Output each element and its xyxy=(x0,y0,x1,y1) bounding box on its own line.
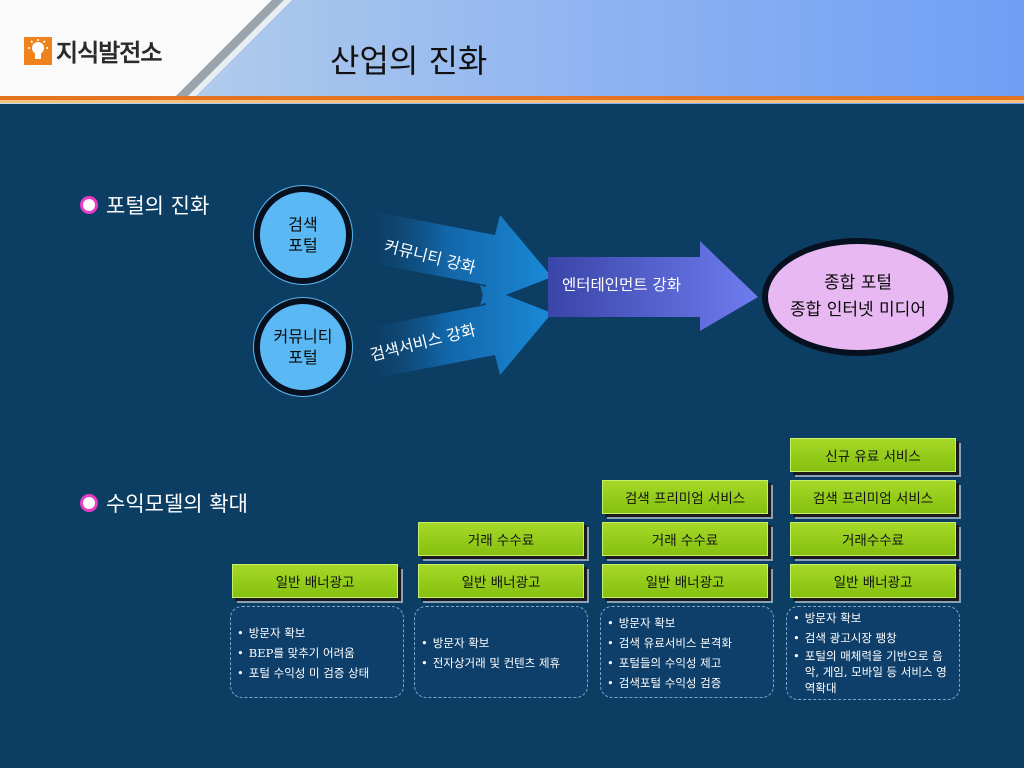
header-divider-light xyxy=(0,100,1024,103)
logo-text: 지식발전소 xyxy=(56,39,162,67)
circle-community-line1: 커뮤니티 xyxy=(273,327,333,346)
note-box: •방문자 확보 •검색 유료서비스 본격화 •포털들의 수익성 제고 •검색포털… xyxy=(600,606,774,698)
circle-community-portal: 커뮤니티 포털 xyxy=(254,298,352,396)
note-item: •방문자 확보 xyxy=(793,611,862,625)
box-banner-ad: 일반 배너광고 xyxy=(418,564,584,598)
bullet-icon xyxy=(80,196,98,214)
note-item: •전자상거래 및 컨텐츠 제휴 xyxy=(421,656,561,670)
header-divider xyxy=(0,96,1024,100)
arrow-center-label: 엔터테인먼트 강화 xyxy=(562,276,682,294)
note-item: •포털의 매체력을 기반으로 음악, 게임, 모바일 등 서비스 영역확대 xyxy=(793,649,947,695)
note-box: •방문자 확보 •BEP를 맞추기 어려움 •포털 수익성 미 검증 상태 xyxy=(230,606,404,698)
circle-search-line2: 포털 xyxy=(288,236,318,255)
bullet-icon xyxy=(80,494,98,512)
note-box: •방문자 확보 •전자상거래 및 컨텐츠 제휴 xyxy=(414,606,588,698)
arrow-lower xyxy=(360,285,552,381)
box-banner-ad: 일반 배너광고 xyxy=(790,564,956,598)
note-item: •방문자 확보 xyxy=(237,626,306,640)
note-item: •방문자 확보 xyxy=(607,616,676,630)
note-item: •포털 수익성 미 검증 상태 xyxy=(237,666,370,680)
note-item: •방문자 확보 xyxy=(421,636,490,650)
flow-arrows xyxy=(360,209,758,381)
arrow-center xyxy=(548,241,758,331)
box-new-paid-service: 신규 유료 서비스 xyxy=(790,438,956,472)
note-item: •검색 광고시장 팽창 xyxy=(793,631,897,645)
circle-community-line2: 포털 xyxy=(288,348,318,367)
circle-search-portal: 검색 포털 xyxy=(254,186,352,284)
box-transaction-fee: 거래 수수료 xyxy=(602,522,768,556)
lightbulb-icon xyxy=(24,36,52,65)
box-banner-ad: 일반 배너광고 xyxy=(232,564,398,598)
box-transaction-fee: 거래 수수료 xyxy=(418,522,584,556)
section-heading-portal-text: 포털의 진화 xyxy=(106,194,210,218)
note-item: •검색포털 수익성 검증 xyxy=(607,676,722,690)
oval-line1: 종합 포털 xyxy=(824,273,892,293)
logo-panel xyxy=(0,0,292,96)
page-title: 산업의 진화 xyxy=(330,42,488,80)
section-heading-portal: 포털의 진화 xyxy=(80,190,209,220)
oval-line2: 종합 인터넷 미디어 xyxy=(790,300,926,320)
box-transaction-fee: 거래수수료 xyxy=(790,522,956,556)
logo: 지식발전소 xyxy=(24,33,162,68)
circle-search-line1: 검색 xyxy=(288,215,318,234)
box-banner-ad: 일반 배너광고 xyxy=(602,564,768,598)
oval-integrated-portal: 종합 포털 종합 인터넷 미디어 xyxy=(762,238,954,356)
box-search-premium: 검색 프리미엄 서비스 xyxy=(790,480,956,514)
box-search-premium: 검색 프리미엄 서비스 xyxy=(602,480,768,514)
note-item: •검색 유료서비스 본격화 xyxy=(607,636,732,650)
note-item: •BEP를 맞추기 어려움 xyxy=(237,646,355,660)
section-heading-revenue: 수익모델의 확대 xyxy=(80,488,248,518)
note-box: •방문자 확보 •검색 광고시장 팽창 •포털의 매체력을 기반으로 음악, 게… xyxy=(786,606,960,700)
arrow-upper xyxy=(360,209,552,305)
header-band: 지식발전소 산업의 진화 xyxy=(0,0,1024,104)
section-heading-revenue-text: 수익모델의 확대 xyxy=(106,492,248,516)
note-item: •포털들의 수익성 제고 xyxy=(607,656,722,670)
